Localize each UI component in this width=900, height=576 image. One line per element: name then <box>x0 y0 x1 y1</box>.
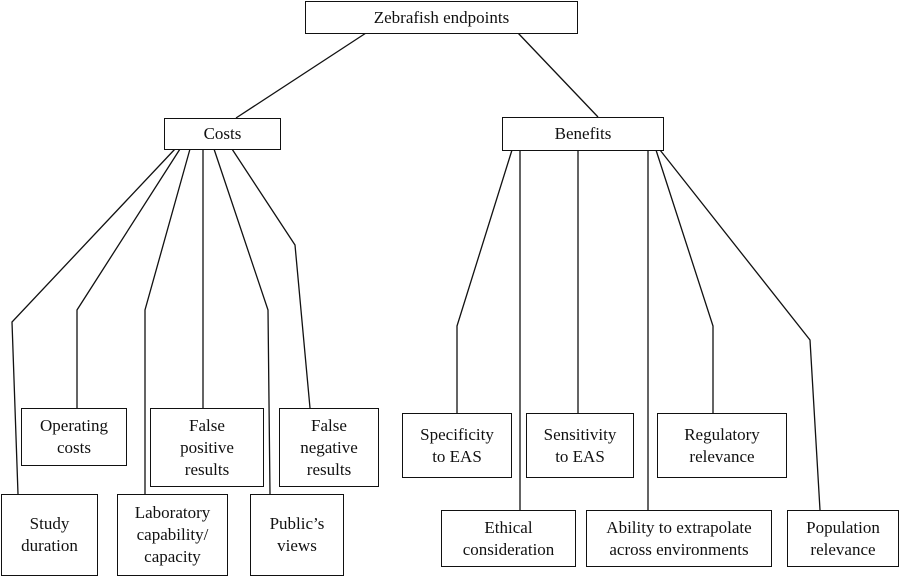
connector-costs-publics-views <box>213 148 271 495</box>
leaf-false-negative: False negative results <box>279 408 379 487</box>
leaf-operating-costs-label: Operating costs <box>40 416 108 457</box>
leaf-ethical: Ethical consideration <box>441 510 576 567</box>
leaf-study-duration: Study duration <box>1 494 98 576</box>
leaf-extrapolate-label: Ability to extrapolate across environmen… <box>606 517 752 559</box>
connector-costs-study-duration <box>11 148 176 495</box>
leaf-false-positive: False positive results <box>150 408 264 487</box>
connector-root-costs <box>235 32 367 119</box>
costs-node: Costs <box>164 118 281 150</box>
leaf-population-label: Population relevance <box>806 517 880 559</box>
leaf-lab-capability-label: Laboratory capability/ capacity <box>134 503 211 566</box>
leaf-extrapolate: Ability to extrapolate across environmen… <box>586 510 772 567</box>
leaf-publics-views-label: Public’s views <box>269 514 325 555</box>
leaf-false-negative-label: False negative results <box>300 415 358 479</box>
leaf-regulatory-label: Regulatory relevance <box>684 424 760 466</box>
leaf-specificity: Specificity to EAS <box>402 413 512 478</box>
connector-benefits-population <box>659 149 821 511</box>
connector-root-benefits <box>517 32 599 118</box>
leaf-ethical-label: Ethical consideration <box>462 517 555 559</box>
costs-node-label: Costs <box>203 124 242 143</box>
benefits-node: Benefits <box>502 117 664 151</box>
connector-costs-lab-capability <box>144 148 191 494</box>
connector-benefits-specificity <box>456 149 513 413</box>
leaf-lab-capability: Laboratory capability/ capacity <box>117 494 228 576</box>
leaf-operating-costs: Operating costs <box>21 408 127 466</box>
leaf-study-duration-label: Study duration <box>21 514 78 555</box>
leaf-specificity-label: Specificity to EAS <box>420 424 494 466</box>
connector-costs-false-negative <box>231 148 311 409</box>
connector-costs-operating-costs <box>76 148 181 408</box>
leaf-sensitivity: Sensitivity to EAS <box>526 413 634 478</box>
leaf-population: Population relevance <box>787 510 899 567</box>
leaf-false-positive-label: False positive results <box>180 415 234 479</box>
root-node-label: Zebrafish endpoints <box>373 7 510 27</box>
connector-benefits-regulatory <box>655 149 714 413</box>
root-node-zebrafish-endpoints: Zebrafish endpoints <box>305 1 578 34</box>
leaf-publics-views: Public’s views <box>250 494 344 576</box>
leaf-regulatory: Regulatory relevance <box>657 413 787 478</box>
leaf-sensitivity-label: Sensitivity to EAS <box>543 424 617 466</box>
benefits-node-label: Benefits <box>554 124 612 143</box>
